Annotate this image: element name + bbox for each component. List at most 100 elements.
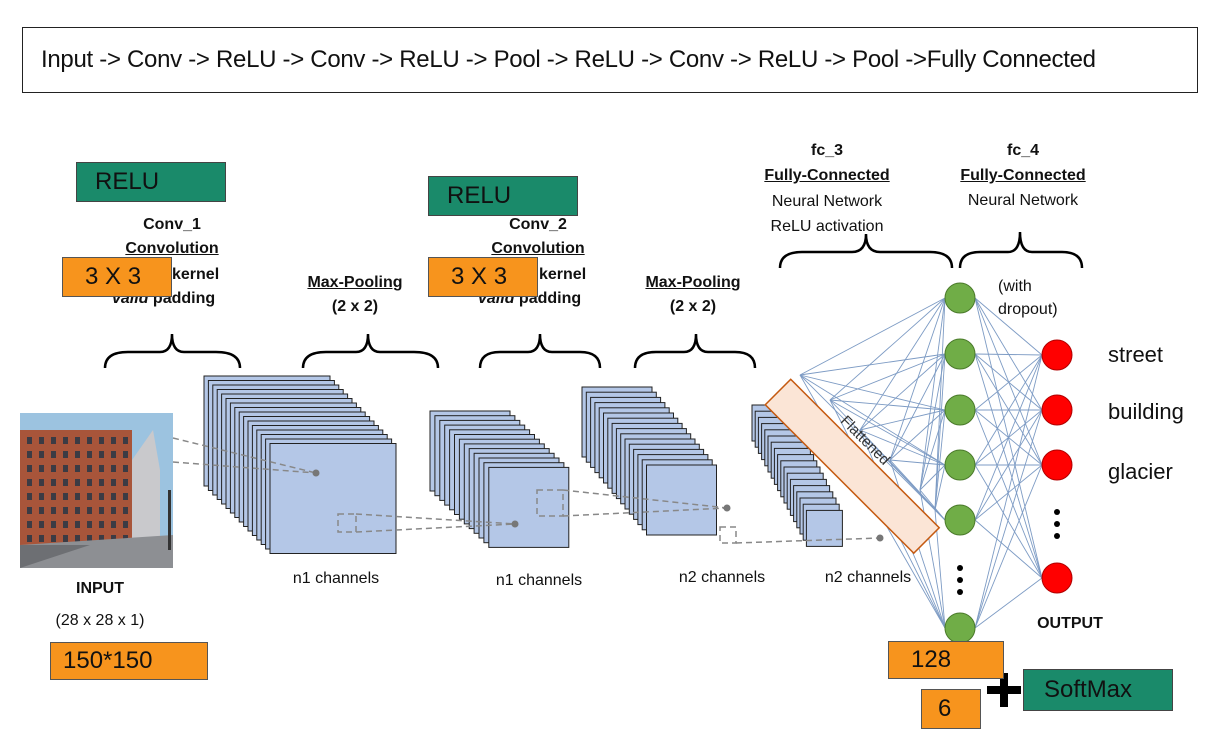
connection-line <box>859 429 946 466</box>
connection-line <box>829 399 946 466</box>
connection-line <box>829 297 946 401</box>
flatten-bar <box>764 378 941 555</box>
input-image <box>20 413 173 568</box>
fc4-line1: Neural Network <box>967 192 1079 209</box>
channels-label-pool2: n2 channels <box>824 569 912 586</box>
class-label-glacier: glacier <box>1108 459 1173 484</box>
connection-line <box>974 464 1043 579</box>
connection-line <box>974 297 1043 356</box>
connection-line <box>859 353 946 431</box>
connection-line <box>799 374 946 411</box>
connection-line <box>974 354 1043 629</box>
fc3-line2: ReLU activation <box>770 218 884 235</box>
feature-map-stack-pool1 <box>429 410 570 548</box>
connection-line <box>919 489 946 629</box>
fc4-dropout-line2: dropout) <box>998 301 1058 318</box>
hidden-layer-nodes <box>944 282 976 644</box>
connection-line <box>974 297 1043 411</box>
fc4-type: Fully-Connected <box>960 167 1086 184</box>
conv1-kernel-text: kernel <box>172 266 220 283</box>
conv2-kernel-badge: 3 X 3 <box>428 257 538 297</box>
connection-line <box>919 297 946 491</box>
pool2-name: Max-Pooling <box>645 274 741 291</box>
connection-line <box>919 489 946 521</box>
channels-label-conv1: n1 channels <box>292 570 380 587</box>
input-dims: (28 x 28 x 1) <box>55 612 145 629</box>
connection-line <box>934 297 946 511</box>
class-label-building: building <box>1108 399 1184 424</box>
pool2-size: (2 x 2) <box>669 298 717 315</box>
fc3-line1: Neural Network <box>771 193 883 210</box>
connection-line <box>974 354 1043 411</box>
connection-line <box>934 464 946 511</box>
brace-fc3 <box>778 233 954 269</box>
conv2-kernel-text: kernel <box>539 266 587 283</box>
output-units-badge: 6 <box>921 689 981 729</box>
connection-line <box>919 353 946 491</box>
connection-line <box>859 409 946 431</box>
output-ellipsis <box>1054 509 1060 539</box>
fc3-name: fc_3 <box>810 142 844 159</box>
channels-label-pool1: n1 channels <box>495 572 583 589</box>
conv1-kernel-badge: 3 X 3 <box>62 257 172 297</box>
connection-line <box>859 297 946 431</box>
feature-map-stack-pool2 <box>751 404 843 547</box>
feature-maps <box>203 375 843 554</box>
output-layer-nodes <box>1041 339 1073 594</box>
connection-line <box>829 353 946 401</box>
connection-line <box>974 409 1043 521</box>
feature-map-layer <box>488 466 570 548</box>
feature-map-stack-conv1 <box>203 375 397 554</box>
output-label: OUTPUT <box>1037 615 1103 632</box>
group-braces <box>103 231 1084 369</box>
connection-line <box>889 459 946 521</box>
softmax-box: SoftMax <box>1023 669 1173 711</box>
brace-pool2 <box>633 333 757 369</box>
conv1-type: Convolution <box>125 240 219 257</box>
pipeline-description: Input -> Conv -> ReLU -> Conv -> ReLU ->… <box>22 27 1198 93</box>
input-size-badge: 150*150 <box>50 642 208 680</box>
connection-line <box>974 353 1043 356</box>
connection-line <box>974 409 1043 579</box>
conv2-name: Conv_2 <box>509 216 567 233</box>
brace-pool1 <box>301 333 440 369</box>
feature-map-layer <box>805 509 843 547</box>
conv1-name: Conv_1 <box>143 216 201 233</box>
connection-line <box>889 297 946 461</box>
class-label-street: street <box>1108 342 1164 367</box>
connection-line <box>974 354 1043 521</box>
receptive-field-lines <box>172 437 881 544</box>
projection-dots <box>312 469 884 542</box>
feature-map-layer <box>269 443 397 554</box>
connection-line <box>799 374 946 466</box>
connection-line <box>934 353 946 511</box>
fc4-dropout-line1: (with <box>998 278 1032 295</box>
connection-line <box>919 464 946 491</box>
connection-line <box>934 409 946 511</box>
fc3-type: Fully-Connected <box>764 167 890 184</box>
brace-fc4 <box>958 231 1084 269</box>
pool1-size: (2 x 2) <box>331 298 379 315</box>
connection-line <box>934 509 946 521</box>
feature-map-stack-conv2 <box>581 386 717 536</box>
connection-line <box>889 409 946 461</box>
relu-box-conv2: RELU <box>428 176 578 216</box>
brace-conv1 <box>103 333 242 369</box>
connection-line <box>799 297 946 376</box>
connection-line <box>974 577 1043 629</box>
connection-line <box>974 464 1043 629</box>
connection-line <box>974 519 1043 579</box>
hidden-units-badge: 128 <box>888 641 1004 679</box>
connection-line <box>974 409 1043 629</box>
connection-line <box>974 353 1043 579</box>
pool1-name: Max-Pooling <box>307 274 403 291</box>
connection-line <box>889 459 946 466</box>
fc4-name: fc_4 <box>1006 142 1040 159</box>
hidden-ellipsis <box>957 565 963 595</box>
connection-line <box>799 353 946 376</box>
conv2-type: Convolution <box>491 240 585 257</box>
brace-conv2 <box>478 333 602 369</box>
plus-icon <box>987 673 1021 707</box>
channels-label-conv2: n2 channels <box>678 569 766 586</box>
